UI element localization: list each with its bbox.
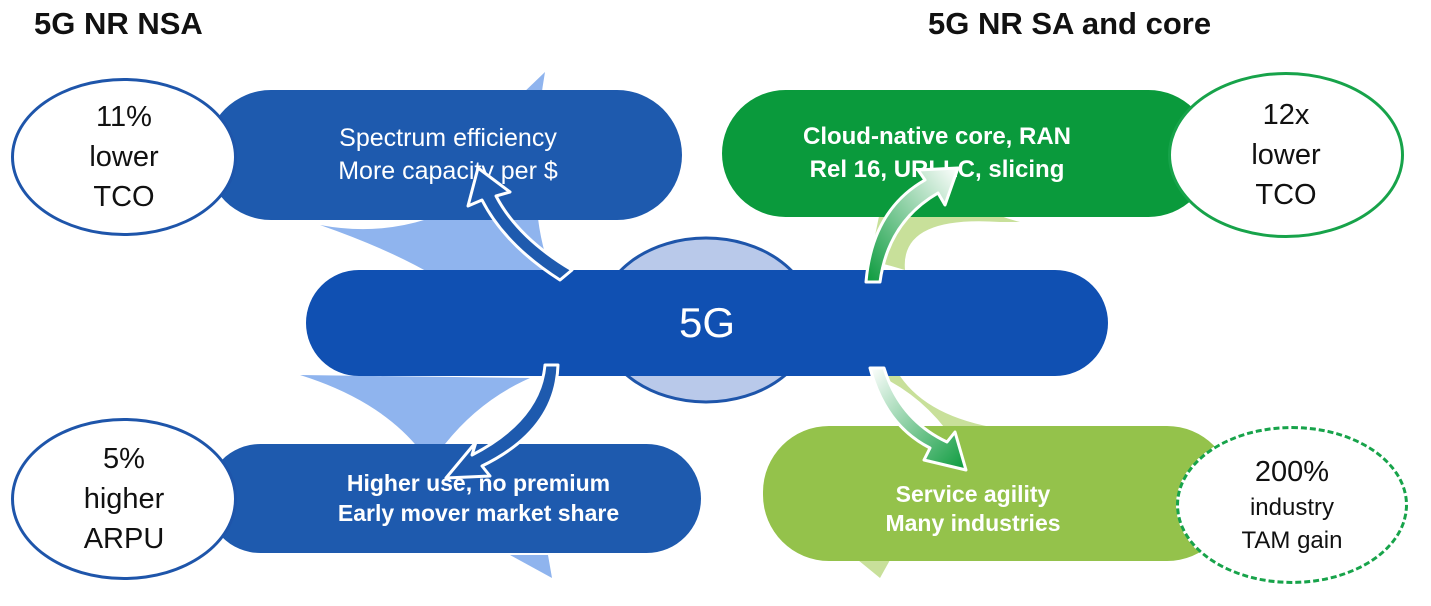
- center-5g-pill: 5G: [306, 270, 1108, 376]
- badge-text: TAM gain: [1241, 526, 1343, 554]
- badge-value: 200%: [1254, 456, 1330, 489]
- tam-gain-badge: 200% industry TAM gain: [1176, 426, 1408, 584]
- panel-line: Spectrum efficiency: [339, 124, 557, 152]
- panel-line: Higher use, no premium: [346, 469, 611, 496]
- arpu-badge: 5% higher ARPU: [11, 418, 237, 580]
- tco-badge-right: 12x lower TCO: [1168, 72, 1404, 238]
- panel-line: Early mover market share: [337, 499, 620, 526]
- left-swoosh-lower: [300, 375, 530, 450]
- service-agility-panel: Service agility Many industries: [763, 426, 1233, 561]
- badge-text: lower: [1251, 138, 1321, 171]
- badge-text: lower: [89, 140, 159, 173]
- panel-line: Cloud-native core, RAN: [802, 123, 1072, 151]
- left-swoosh-tail: [510, 555, 552, 578]
- right-swoosh-tail: [858, 560, 890, 578]
- badge-text: TCO: [93, 181, 155, 213]
- badge-value: 11%: [96, 100, 152, 133]
- panel-line: Many industries: [885, 509, 1061, 536]
- spectrum-efficiency-panel: Spectrum efficiency More capacity per $: [206, 90, 682, 220]
- tco-badge-left: 11% lower TCO: [11, 78, 237, 236]
- badge-value: 12x: [1262, 98, 1310, 131]
- panel-line: More capacity per $: [338, 157, 558, 185]
- badge-value: 5%: [103, 442, 145, 475]
- nsa-heading: 5G NR NSA: [34, 6, 203, 41]
- panel-line: Rel 16, URLLC, slicing: [809, 155, 1065, 183]
- center-label: 5G: [678, 299, 736, 346]
- cloud-native-panel: Cloud-native core, RAN Rel 16, URLLC, sl…: [722, 90, 1212, 217]
- badge-text: TCO: [1255, 179, 1317, 211]
- badge-text: higher: [83, 482, 165, 515]
- badge-text: ARPU: [83, 523, 165, 555]
- sa-core-heading: 5G NR SA and core: [928, 6, 1212, 41]
- higher-use-panel: Higher use, no premium Early mover marke…: [206, 444, 701, 553]
- panel-line: Service agility: [895, 480, 1051, 507]
- badge-text: industry: [1249, 494, 1335, 522]
